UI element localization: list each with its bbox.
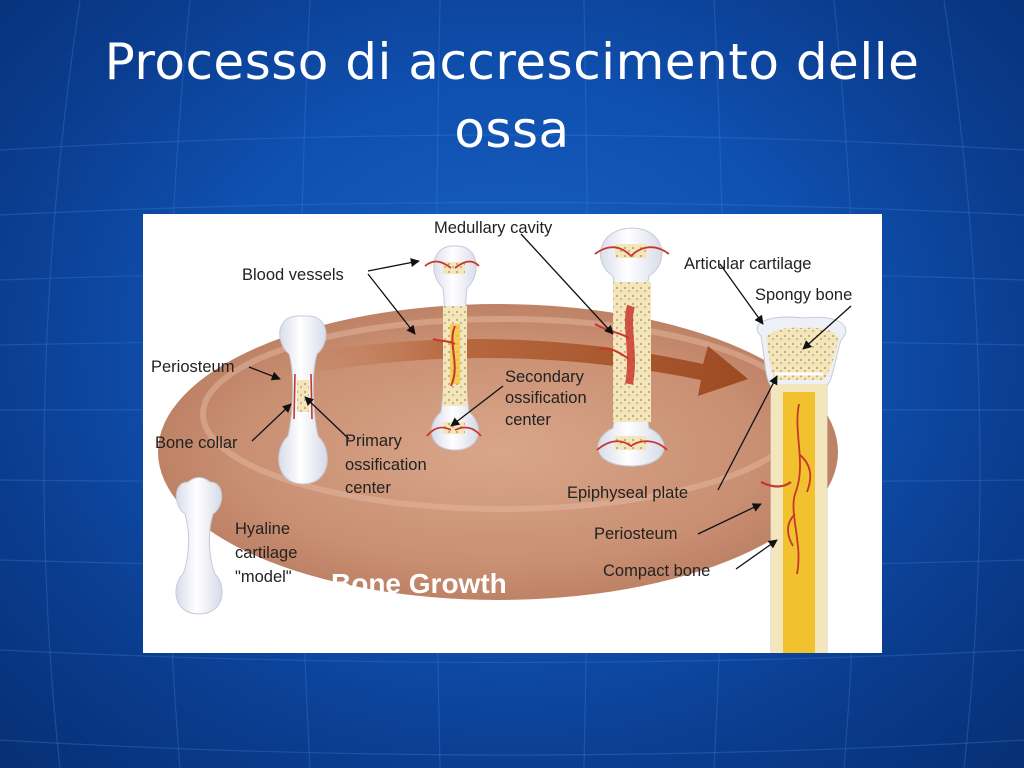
slide-title: Processo di accrescimento delle ossa xyxy=(40,28,984,164)
bone-stage-epiphyses xyxy=(594,227,670,467)
label-secondary-line-1: Secondary xyxy=(505,368,585,386)
label-hyaline-line-2: cartilage xyxy=(235,544,297,562)
label-secondary-line-3: center xyxy=(505,411,551,429)
label-hyaline-line-3: "model" xyxy=(235,568,292,586)
bone-growth-diagram: Medullary cavity Blood vessels Articular… xyxy=(143,214,882,653)
label-primary-line-1: Primary xyxy=(345,432,403,450)
label-blood-vessels: Blood vessels xyxy=(242,266,344,284)
bone-stage-mature xyxy=(756,316,847,653)
label-spongy-bone: Spongy bone xyxy=(755,286,852,304)
label-epiphyseal-plate: Epiphyseal plate xyxy=(567,484,688,502)
hyaline-cartilage-model xyxy=(175,477,223,615)
leader-lines xyxy=(248,233,852,570)
label-secondary-line-2: ossification xyxy=(505,389,587,407)
slide-title-line-2: ossa xyxy=(454,101,570,159)
label-hyaline-line-1: Hyaline xyxy=(235,520,290,538)
label-articular-cartilage: Articular cartilage xyxy=(684,255,811,273)
label-periosteum-bottom: Periosteum xyxy=(594,525,677,543)
label-primary-line-3: center xyxy=(345,479,391,497)
bone-growth-illustration: Medullary cavity Blood vessels Articular… xyxy=(151,219,852,653)
label-medullary-cavity: Medullary cavity xyxy=(434,219,553,237)
label-periosteum-top: Periosteum xyxy=(151,358,234,376)
slide-title-line-1: Processo di accrescimento delle xyxy=(104,33,920,91)
growth-ellipse xyxy=(158,304,838,600)
label-bone-collar: Bone collar xyxy=(155,434,238,452)
bone-growth-banner: Bone Growth xyxy=(331,568,507,599)
label-compact-bone: Compact bone xyxy=(603,562,710,580)
label-primary-line-2: ossification xyxy=(345,456,427,474)
